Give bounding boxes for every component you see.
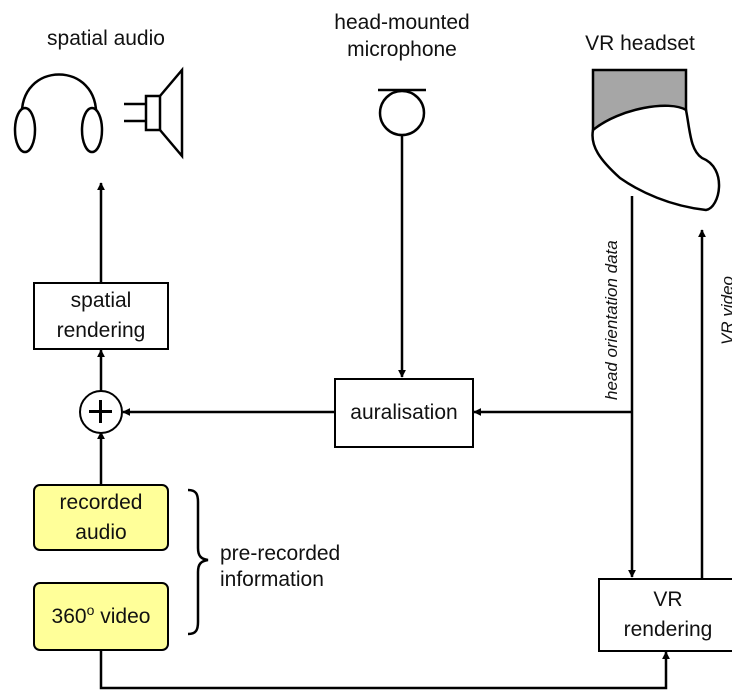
- pre-recorded-brace: [187, 488, 209, 636]
- video-360-word: video: [94, 604, 151, 628]
- microphone-icon: [378, 88, 426, 137]
- microphone-label: microphone: [347, 38, 457, 61]
- video-360-degree: o: [86, 601, 95, 618]
- vr-rendering-box: VR rendering: [598, 578, 732, 652]
- spatial-rendering-line1: spatial: [70, 289, 132, 312]
- headphones-icon: [13, 73, 104, 154]
- auralisation-label: auralisation: [350, 401, 458, 424]
- vr-rendering-line1: VR: [653, 588, 683, 611]
- speaker-icon: [124, 66, 184, 160]
- vr-rendering-line2: rendering: [623, 618, 713, 641]
- head-mounted-label: head-mounted: [334, 11, 470, 34]
- vr-headset-icon: [591, 68, 721, 212]
- vr-video-label: VR video: [718, 276, 732, 345]
- recorded-audio-box: recorded audio: [33, 484, 169, 551]
- plus-icon: [79, 390, 123, 434]
- video-360-number: 360: [51, 604, 87, 628]
- spatial-rendering-line2: rendering: [56, 319, 146, 342]
- head-orientation-data-label: head orientation data: [602, 240, 621, 400]
- pre-recorded-label: pre-recorded: [220, 542, 341, 565]
- video-360-label: 360o video: [52, 602, 151, 632]
- auralisation-box: auralisation: [334, 378, 474, 448]
- recorded-audio-line2: audio: [75, 520, 127, 544]
- spatial-rendering-box: spatial rendering: [33, 282, 169, 350]
- information-label: information: [220, 568, 324, 591]
- video-360-box: 360o video: [33, 582, 169, 651]
- recorded-audio-line1: recorded: [59, 490, 143, 514]
- vr-headset-label: VR headset: [585, 32, 695, 55]
- spatial-audio-label: spatial audio: [47, 27, 165, 50]
